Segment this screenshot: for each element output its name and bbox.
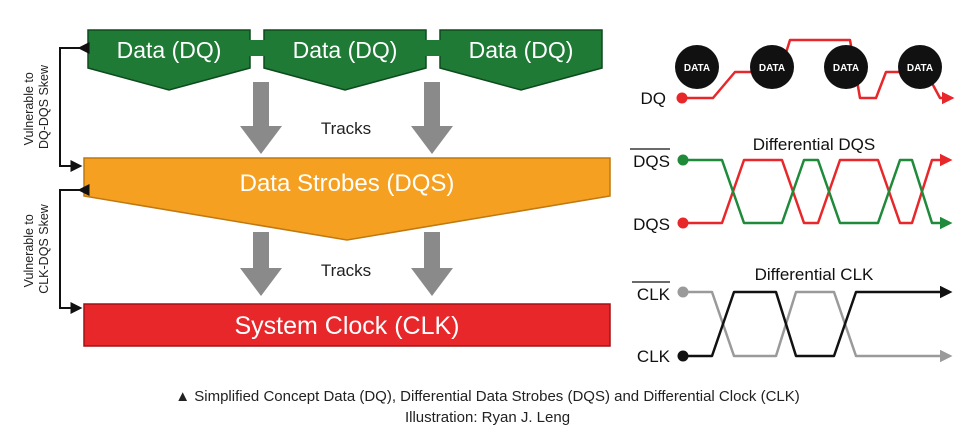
tracks-arrows-bottom: Tracks xyxy=(240,232,453,296)
dq-signal: DQ DATA DATA DATA DATA xyxy=(641,38,955,108)
data-circle-2-label: DATA xyxy=(759,63,785,74)
data-strobes-label: Data Strobes (DQS) xyxy=(240,170,455,197)
diagram-canvas: Data (DQ) Data (DQ) Data (DQ) Tracks Dat… xyxy=(22,29,955,366)
clk-label: CLK xyxy=(637,347,671,366)
dqs-bar-dot xyxy=(677,154,689,166)
down-arrow-icon xyxy=(411,82,453,154)
data-strobes-block: Data Strobes (DQS) xyxy=(83,157,611,241)
skew-bracket-2: Vulnerable to CLK-DQS Skew xyxy=(22,184,90,314)
skew-label-1-line1: Vulnerable to xyxy=(22,72,36,145)
dqs-label: DQS xyxy=(633,215,670,234)
dqs-dot xyxy=(677,217,689,229)
data-connector-2 xyxy=(424,40,442,56)
data-circle-3-label: DATA xyxy=(833,63,859,74)
clk-black-waveform xyxy=(684,285,953,358)
data-connector-1 xyxy=(248,40,266,56)
data-block-2-label: Data (DQ) xyxy=(293,37,398,63)
caption-credit: Illustration: Ryan J. Leng xyxy=(404,409,571,426)
down-arrow-icon xyxy=(240,232,282,296)
data-circle-4 xyxy=(898,45,942,89)
diff-dqs-title: Differential DQS xyxy=(753,135,876,154)
skew-label-1: Vulnerable to DQ-DQS Skew xyxy=(22,64,51,149)
data-circle-3 xyxy=(824,45,868,89)
clk-bar-dot xyxy=(677,286,689,298)
data-circle-1-label: DATA xyxy=(684,63,710,74)
data-dq-row: Data (DQ) Data (DQ) Data (DQ) xyxy=(87,29,603,91)
down-arrow-icon xyxy=(240,82,282,154)
skew-label-2-line1: Vulnerable to xyxy=(22,214,36,287)
data-circle-1 xyxy=(675,45,719,89)
data-circle-2 xyxy=(750,45,794,89)
bracket-line xyxy=(59,184,90,314)
differential-clk-signal: Differential CLK CLK CLK xyxy=(632,265,953,366)
caption-text: Simplified Concept Data (DQ), Differenti… xyxy=(194,388,800,405)
system-clock-label: System Clock (CLK) xyxy=(234,312,459,340)
system-clock-shape xyxy=(83,303,611,347)
bracket-line xyxy=(59,42,90,172)
skew-label-1-line2: DQ-DQS Skew xyxy=(37,64,51,149)
data-block-3 xyxy=(439,29,603,91)
caption-line-1: ▲ Simplified Concept Data (DQ), Differen… xyxy=(0,388,975,405)
data-circle-4-label: DATA xyxy=(907,63,933,74)
tracks-arrows-top: Tracks xyxy=(240,82,453,154)
tracks-label-bottom: Tracks xyxy=(321,261,371,280)
dqs-bar-label: DQS xyxy=(633,152,670,171)
dqs-green-waveform xyxy=(684,158,953,230)
data-block-3-label: Data (DQ) xyxy=(469,37,574,63)
skew-bracket-1: Vulnerable to DQ-DQS Skew xyxy=(22,42,90,172)
skew-label-2: Vulnerable to CLK-DQS Skew xyxy=(22,203,51,294)
data-block-1-label: Data (DQ) xyxy=(117,37,222,63)
data-circles: DATA DATA DATA DATA xyxy=(675,45,942,89)
tracks-label-top: Tracks xyxy=(321,119,371,138)
skew-label-2-line2: CLK-DQS Skew xyxy=(37,203,51,294)
differential-dqs-signal: Differential DQS DQS DQS xyxy=(630,135,953,234)
dq-label: DQ xyxy=(641,89,667,108)
clk-bar-label: CLK xyxy=(637,285,671,304)
data-block-2 xyxy=(263,29,427,91)
dq-start-dot xyxy=(676,92,688,104)
triangle-icon: ▲ xyxy=(175,388,191,405)
system-clock-block: System Clock (CLK) xyxy=(83,303,611,347)
dqs-red-waveform xyxy=(684,153,953,225)
diff-clk-title: Differential CLK xyxy=(755,265,874,284)
down-arrow-icon xyxy=(411,232,453,296)
clk-dot xyxy=(677,350,689,362)
